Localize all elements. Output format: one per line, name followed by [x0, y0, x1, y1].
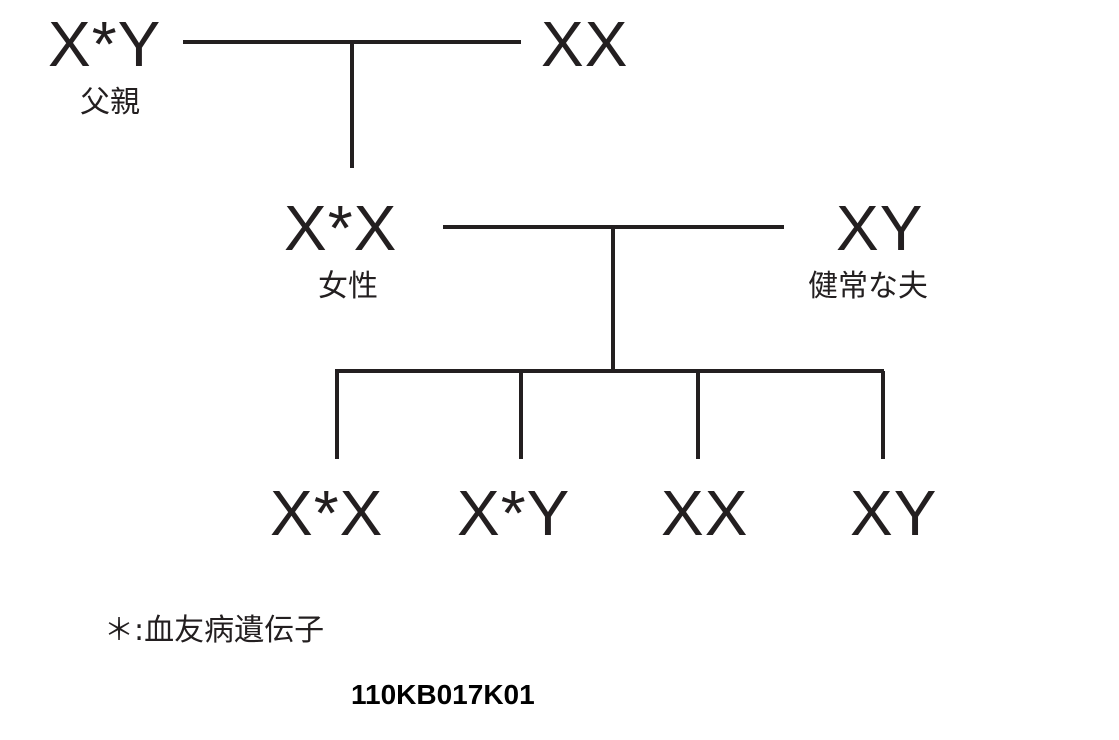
figure-code: 110KB017K01	[351, 679, 535, 710]
father-label: 父親	[80, 85, 140, 120]
child-2-genotype: X*Y	[457, 477, 571, 549]
child-1-genotype: X*X	[270, 477, 384, 549]
woman-genotype: X*X	[284, 192, 398, 264]
legend-text: 血友病遺伝子	[144, 613, 325, 648]
husband-genotype: XY	[836, 192, 924, 264]
mother-genotype: XX	[541, 8, 629, 80]
husband-label: 健常な夫	[808, 269, 928, 304]
child-3-genotype: XX	[661, 477, 749, 549]
father-genotype: X*Y	[48, 8, 162, 80]
legend: ＊:血友病遺伝子	[104, 616, 324, 646]
legend-symbol: ＊:	[104, 613, 145, 648]
child-4-genotype: XY	[850, 477, 938, 549]
woman-label: 女性	[318, 269, 378, 304]
